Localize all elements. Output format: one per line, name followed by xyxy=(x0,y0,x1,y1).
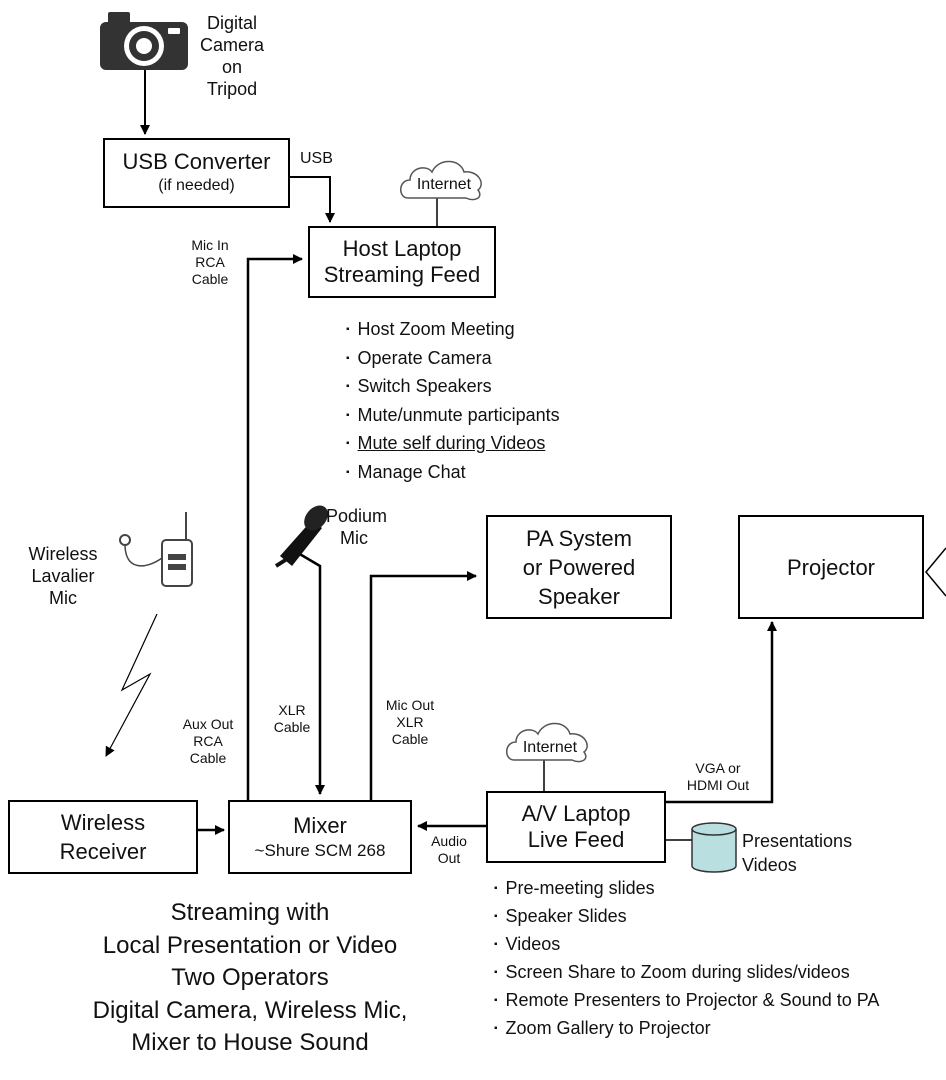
projector-box: Projector xyxy=(738,515,924,619)
host-task-item: Manage Chat xyxy=(346,460,560,489)
host-task-item: Host Zoom Meeting xyxy=(346,317,560,346)
av-task-item: Zoom Gallery to Projector xyxy=(494,1016,879,1044)
host-laptop-box: Host Laptop Streaming Feed xyxy=(308,226,496,298)
mixer-to-pa-arrow xyxy=(369,571,477,800)
av-task-item: Videos xyxy=(494,932,879,960)
storage-cylinder-icon xyxy=(691,822,737,873)
host-task-item: Switch Speakers xyxy=(346,374,560,403)
cloud-icon-av xyxy=(506,722,588,763)
host-task-item: Mute self during Videos xyxy=(346,431,560,460)
usb-converter-subtitle: (if needed) xyxy=(158,177,235,194)
av-task-item: Screen Share to Zoom during slides/video… xyxy=(494,960,879,988)
av-task-item: Pre-meeting slides xyxy=(494,876,879,904)
presentations-label: Presentations Videos xyxy=(742,831,853,875)
usb-converter-box: USB Converter (if needed) xyxy=(103,138,290,208)
av-task-list: Pre-meeting slides Speaker Slides Videos… xyxy=(494,876,880,1044)
usb-converter-title: USB Converter xyxy=(122,149,271,174)
diagram-caption: Streaming with Local Presentation or Vid… xyxy=(92,899,408,1056)
projector-lens-icon xyxy=(925,547,946,597)
usb-label: USB xyxy=(300,150,333,167)
podium-mic-icon xyxy=(274,505,328,568)
lavalier-mic-label: Wireless Lavalier Mic xyxy=(28,544,98,608)
camera-label: Digital Camera on Tripod xyxy=(199,13,265,99)
internet-label-av: Internet xyxy=(522,739,578,756)
podium-to-mixer-arrow xyxy=(297,551,325,795)
lavalier-mic-icon xyxy=(119,512,193,587)
mixer-box: Mixer ~Shure SCM 268 xyxy=(228,800,412,874)
audio-out-label: Audio Out xyxy=(431,833,467,866)
pa-system-box: PA System or Powered Speaker xyxy=(486,515,672,619)
xlr-cable-label: XLR Cable xyxy=(273,702,311,735)
cloud-icon-host xyxy=(400,160,482,201)
mic-in-label: Mic In RCA Cable xyxy=(191,237,229,287)
camera-icon xyxy=(100,12,188,70)
wireless-receiver-box: Wireless Receiver xyxy=(8,800,198,874)
podium-mic-label: Podium Mic xyxy=(326,506,388,548)
host-laptop-subtitle: Streaming Feed xyxy=(323,262,481,287)
av-task-item: Remote Presenters to Projector & Sound t… xyxy=(494,988,880,1016)
av-to-projector-arrow xyxy=(666,621,777,804)
internet-label-host: Internet xyxy=(416,176,472,193)
mixer-to-host-arrow xyxy=(246,254,303,800)
host-task-list: Host Zoom Meeting Operate Camera Switch … xyxy=(346,317,560,488)
vga-hdmi-label: VGA or HDMI Out xyxy=(686,760,750,793)
usb-to-host-arrow xyxy=(290,176,335,223)
mic-out-label: Mic Out XLR Cable xyxy=(385,697,435,747)
av-task-item: Speaker Slides xyxy=(494,904,879,932)
host-task-item: Operate Camera xyxy=(346,346,560,375)
host-task-item: Mute/unmute participants xyxy=(346,403,560,432)
host-laptop-title: Host Laptop xyxy=(342,236,462,261)
av-laptop-box: A/V Laptop Live Feed xyxy=(486,791,666,863)
wireless-signal-arrow xyxy=(105,613,158,757)
aux-out-label: Aux Out RCA Cable xyxy=(182,716,234,766)
